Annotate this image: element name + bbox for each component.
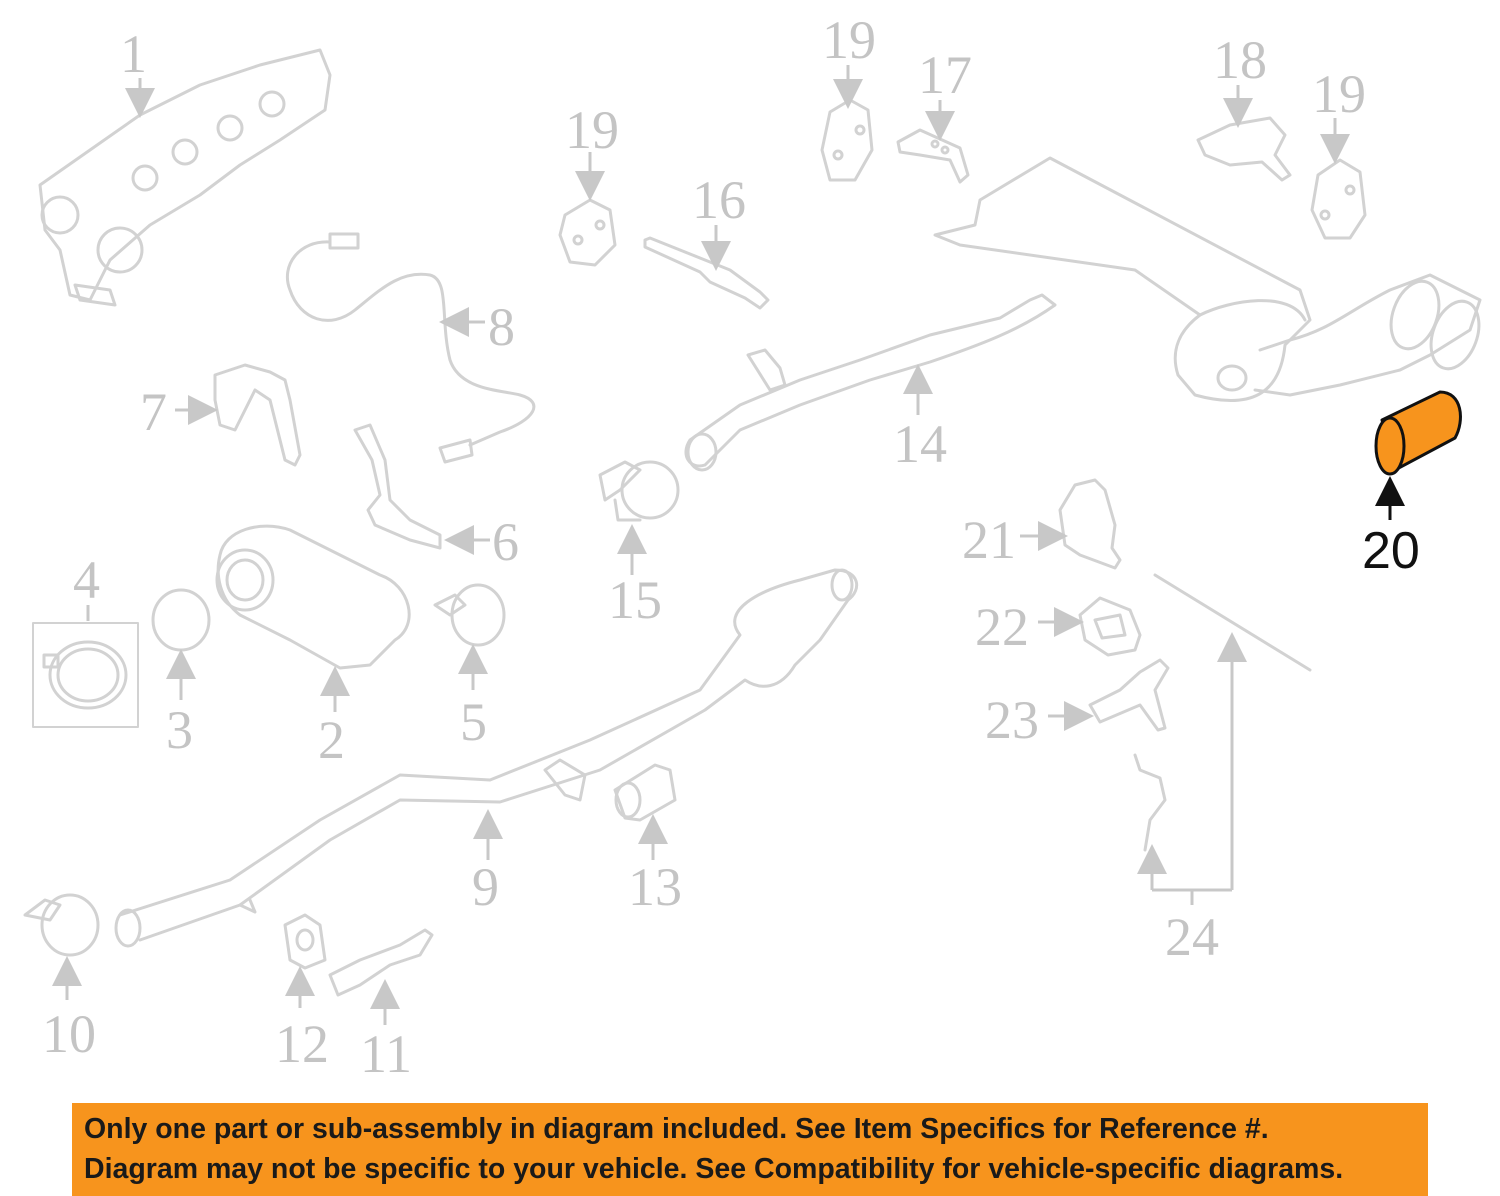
callout-22: 22 <box>975 597 1029 657</box>
callout-16: 16 <box>692 170 746 230</box>
part-24-vacuum-lines[interactable]: 24 <box>1133 573 1312 967</box>
part-2-catalytic-converter[interactable]: 2 <box>215 524 411 770</box>
part-19-hanger-left[interactable]: 19 <box>558 100 619 267</box>
part-11-heat-shield[interactable]: 11 <box>328 928 434 1084</box>
callout-20: 20 <box>1362 522 1420 580</box>
part-19-hanger-right[interactable]: 19 <box>1310 64 1367 240</box>
callout-2: 2 <box>318 710 345 770</box>
part-22-bracket[interactable]: 22 <box>975 596 1142 657</box>
part-9-front-pipe[interactable]: 9 <box>114 568 859 948</box>
callout-10: 10 <box>42 1004 96 1064</box>
callout-11: 11 <box>360 1024 412 1084</box>
callout-14: 14 <box>893 414 947 474</box>
disclaimer-line-1: Only one part or sub-assembly in diagram… <box>84 1113 1269 1145</box>
part-20-exhaust-tip-highlighted[interactable]: 20 <box>1362 390 1462 580</box>
part-6-bracket[interactable]: 6 <box>353 423 519 572</box>
callout-23: 23 <box>985 690 1039 750</box>
callout-18: 18 <box>1213 30 1267 90</box>
callout-1: 1 <box>120 24 147 84</box>
part-3-gasket[interactable]: 3 <box>151 588 211 760</box>
callout-19-a: 19 <box>565 100 619 160</box>
part-19-hanger-center[interactable]: 19 <box>820 10 876 182</box>
callout-3: 3 <box>166 700 193 760</box>
callout-5: 5 <box>460 692 487 752</box>
part-15-clamp[interactable]: 15 <box>598 460 680 630</box>
part-5-clamp[interactable]: 5 <box>433 583 506 752</box>
part-21-valve-actuator[interactable]: 21 <box>962 478 1122 570</box>
part-17-bracket[interactable]: 17 <box>896 45 972 184</box>
part-16-heat-shield[interactable]: 16 <box>643 170 770 310</box>
part-4-gasket-clamp-kit[interactable]: 4 <box>32 550 139 728</box>
callout-19-b: 19 <box>822 10 876 70</box>
callout-12: 12 <box>275 1014 329 1074</box>
callout-9: 9 <box>472 857 499 917</box>
part-7-oxygen-sensor-rear[interactable]: 7 <box>140 363 302 467</box>
part-23-bracket[interactable]: 23 <box>985 658 1170 750</box>
part-10-clamp[interactable]: 10 <box>23 893 100 1064</box>
part-14-rear-muffler[interactable]: 14 <box>684 156 1488 474</box>
callout-24: 24 <box>1165 907 1219 967</box>
callout-13: 13 <box>628 857 682 917</box>
disclaimer-banner: Only one part or sub-assembly in diagram… <box>72 1103 1428 1196</box>
callout-17: 17 <box>918 45 972 105</box>
callout-21: 21 <box>962 510 1016 570</box>
disclaimer-line-2: Diagram may not be specific to your vehi… <box>84 1153 1344 1185</box>
part-18-bracket[interactable]: 18 <box>1196 30 1292 182</box>
part-1-exhaust-manifold[interactable]: 1 <box>38 24 332 307</box>
part-8-oxygen-sensor[interactable]: 8 <box>285 232 536 464</box>
callout-19-c: 19 <box>1312 64 1366 124</box>
part-13-insulator[interactable]: 13 <box>613 763 682 917</box>
callout-15: 15 <box>608 570 662 630</box>
exhaust-parts-diagram: 1 8 7 6 2 4 3 <box>23 10 1488 1084</box>
callout-4: 4 <box>73 550 100 610</box>
callout-8: 8 <box>488 297 515 357</box>
callout-7: 7 <box>140 382 167 442</box>
callout-6: 6 <box>492 512 519 572</box>
part-12-insulator[interactable]: 12 <box>275 913 329 1074</box>
